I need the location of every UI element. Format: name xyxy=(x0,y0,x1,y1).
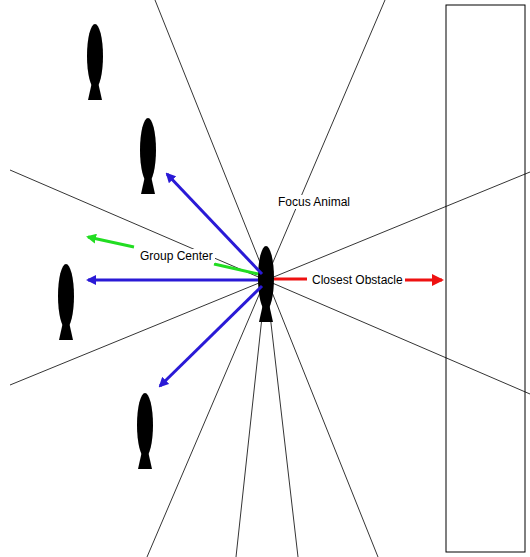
obstacle-label: Closest Obstacle xyxy=(310,273,405,287)
focus-label: Focus Animal xyxy=(276,195,352,209)
group-center-label: Group Center xyxy=(138,249,215,263)
